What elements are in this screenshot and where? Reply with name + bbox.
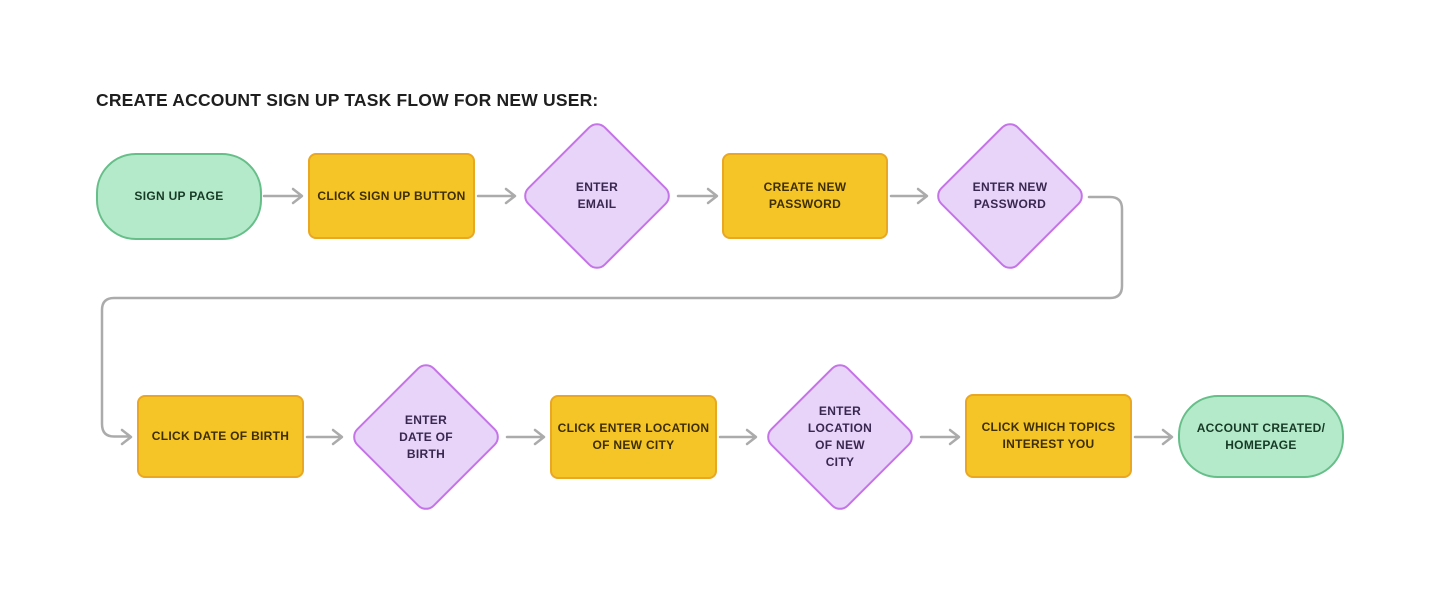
node-label: CLICK DATE OF BIRTH: [151, 429, 290, 443]
node-label: ACCOUNT CREATED/ HOMEPAGE: [1196, 420, 1326, 452]
diamond-shape: [348, 359, 504, 515]
node-sign-up-page[interactable]: SIGN UP PAGE: [96, 153, 262, 240]
node-enter-new-password[interactable]: ENTER NEW PASSWORD: [932, 118, 1088, 274]
flow-title: CREATE ACCOUNT SIGN UP TASK FLOW FOR NEW…: [96, 90, 599, 110]
node-enter-location-new-city[interactable]: ENTER LOCATION OF NEW CITY: [762, 359, 918, 515]
arrow-enterlocation-to-clicktopics: [919, 428, 961, 446]
node-click-sign-up-button[interactable]: CLICK SIGN UP BUTTON: [308, 153, 475, 239]
arrow-signup-to-clicksignup: [262, 187, 304, 205]
node-enter-date-of-birth[interactable]: ENTER DATE OF BIRTH: [348, 359, 504, 515]
node-click-topics-interest[interactable]: CLICK WHICH TOPICS INTEREST YOU: [965, 394, 1132, 478]
arrow-wrap-to-row2: [100, 195, 1124, 446]
arrow-clicksignup-to-enteremail: [476, 187, 517, 205]
node-label: SIGN UP PAGE: [134, 189, 224, 203]
node-click-date-of-birth[interactable]: CLICK DATE OF BIRTH: [137, 395, 304, 478]
arrow-enteremail-to-createpassword: [676, 187, 719, 205]
node-label: CLICK ENTER LOCATION OF NEW CITY: [557, 421, 710, 452]
node-click-enter-location[interactable]: CLICK ENTER LOCATION OF NEW CITY: [550, 395, 717, 479]
node-create-new-password[interactable]: CREATE NEW PASSWORD: [722, 153, 888, 239]
arrow-enterdob-to-clicklocation: [505, 428, 546, 446]
arrow-clickdob-to-enterdob: [305, 428, 344, 446]
node-label: CREATE NEW PASSWORD: [763, 180, 847, 211]
arrow-clicklocation-to-enterlocation: [718, 428, 758, 446]
arrow-createpassword-to-enterpassword: [889, 187, 929, 205]
node-enter-email[interactable]: ENTER EMAIL: [519, 118, 675, 274]
diamond-shape: [762, 359, 918, 515]
node-account-created-homepage[interactable]: ACCOUNT CREATED/ HOMEPAGE: [1178, 395, 1344, 478]
node-label: CLICK WHICH TOPICS INTEREST YOU: [981, 420, 1116, 451]
diamond-shape: [932, 118, 1088, 274]
arrow-clicktopics-to-accountcreated: [1133, 428, 1174, 446]
node-label: CLICK SIGN UP BUTTON: [317, 188, 466, 203]
diamond-shape: [519, 118, 675, 274]
